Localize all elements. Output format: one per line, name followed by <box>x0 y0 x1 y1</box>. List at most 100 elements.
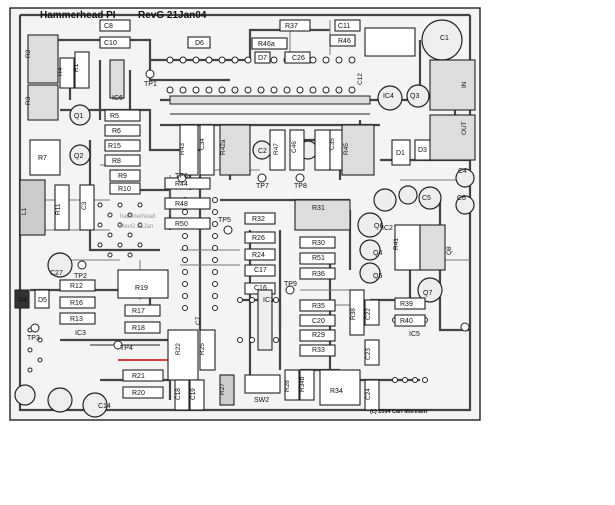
label-c7: C7 <box>195 316 202 325</box>
label-c5: C5 <box>422 195 431 202</box>
label-r24: R24 <box>252 252 265 259</box>
label-c6: C6 <box>457 195 466 202</box>
label-r29: R29 <box>312 332 325 339</box>
label-r38: R38 <box>350 308 357 320</box>
label-r32: R32 <box>252 216 265 223</box>
label-c20: C20 <box>312 318 325 325</box>
label-r15: R15 <box>108 143 121 150</box>
label-c35: C35 <box>329 138 336 150</box>
label-r35: R35 <box>312 303 325 310</box>
label-tp3: TP3 <box>27 335 40 342</box>
label-out: OUT <box>461 121 468 135</box>
label-r3: R3 <box>25 96 32 105</box>
label-q2: Q2 <box>74 153 83 160</box>
label-c27: C27 <box>50 270 63 277</box>
label-r26: R26 <box>252 235 265 242</box>
label-r5: R5 <box>110 113 119 120</box>
label-tp6: TP6 <box>175 173 188 180</box>
label-ic3: IC3 <box>75 330 86 337</box>
label-tp4: TP4 <box>120 345 133 352</box>
label-r17: R17 <box>132 308 145 315</box>
label-q8: Q8 <box>446 246 453 255</box>
label-r45: R45 <box>343 143 350 155</box>
label-q4: Q4 <box>373 250 382 257</box>
label-ic2: IC2 <box>382 225 393 232</box>
label-ic4: IC4 <box>383 93 394 100</box>
board-title: Hammerhead PI <box>40 10 116 21</box>
label-r33: R33 <box>312 347 325 354</box>
label-r13: R13 <box>70 316 83 323</box>
label-d7: D7 <box>258 55 267 62</box>
ic-mid-pads <box>237 297 279 343</box>
header-strip <box>169 95 371 105</box>
label-c1: C1 <box>440 35 449 42</box>
label-r42a: R42a <box>220 139 227 155</box>
label-tp1: TP1 <box>144 81 157 88</box>
label-c26: C26 <box>292 55 305 62</box>
board-copyright: (c) 2004 Carl Morelant <box>370 409 427 415</box>
label-d3: D3 <box>418 147 427 154</box>
rect-components <box>14 19 476 411</box>
label-c46: C46 <box>291 141 298 153</box>
label-r51: R51 <box>312 255 325 262</box>
label-d4: D4 <box>18 297 27 304</box>
label-q3: Q3 <box>410 93 419 100</box>
mirror-text-2: RevG 21Jan <box>120 224 153 230</box>
via-field <box>27 202 143 373</box>
label-r28: R28 <box>284 380 291 392</box>
label-c24: C24 <box>365 388 372 400</box>
label-c3: C3 <box>81 201 88 210</box>
label-r46: R46 <box>338 38 351 45</box>
label-tp8: TP8 <box>294 183 307 190</box>
label-r44: R44 <box>175 181 188 188</box>
label-c17: C17 <box>254 267 267 274</box>
label-tp5: TP5 <box>218 217 231 224</box>
label-c11: C11 <box>338 23 350 30</box>
label-d1: D1 <box>396 150 405 157</box>
label-r27: R27 <box>219 383 226 395</box>
label-q6: Q6 <box>374 223 383 230</box>
label-tp9: TP9 <box>284 281 297 288</box>
label-q7: Q7 <box>423 290 432 297</box>
label-r11: R11 <box>55 203 62 215</box>
label-r20: R20 <box>132 390 145 397</box>
label-d5: D5 <box>38 297 47 304</box>
label-c16: C16 <box>254 285 267 292</box>
label-r40: R40 <box>400 318 413 325</box>
label-r31: R31 <box>312 205 325 212</box>
label-tp7: TP7 <box>256 183 269 190</box>
label-r46a: R46a <box>258 41 275 48</box>
label-r47: R47 <box>273 143 280 155</box>
label-c14: C14 <box>98 403 111 410</box>
label-r39: R39 <box>400 301 413 308</box>
label-d6: D6 <box>195 40 204 47</box>
label-r34: R34 <box>330 388 343 395</box>
label-c8: C8 <box>104 23 113 30</box>
label-c22: C22 <box>365 308 372 320</box>
label-c10: C10 <box>104 40 117 47</box>
test-point-markers <box>30 69 470 350</box>
label-r21: R21 <box>132 373 145 380</box>
mirror-text-1: hammerhead <box>120 214 155 220</box>
label-r9: R9 <box>118 173 127 180</box>
label-c2: C2 <box>258 148 267 155</box>
label-r41: R41 <box>393 238 400 250</box>
label-r34b: R34b <box>299 376 306 392</box>
label-r6: R6 <box>112 128 121 135</box>
label-r12: R12 <box>70 283 83 290</box>
label-r22: R22 <box>175 343 182 355</box>
label-q5: Q5 <box>373 273 382 280</box>
label-c18: C18 <box>175 388 182 400</box>
label-ic5: IC5 <box>409 331 420 338</box>
label-r18: R18 <box>132 325 145 332</box>
label-r43: R43 <box>179 143 186 155</box>
label-r48: R48 <box>175 201 188 208</box>
label-r36: R36 <box>312 271 325 278</box>
label-in: IN <box>461 81 468 88</box>
board-revision: RevG 21Jan04 <box>138 10 207 21</box>
label-r4: R4 <box>57 67 64 76</box>
label-r37: R37 <box>285 23 298 30</box>
label-r7: R7 <box>38 155 47 162</box>
